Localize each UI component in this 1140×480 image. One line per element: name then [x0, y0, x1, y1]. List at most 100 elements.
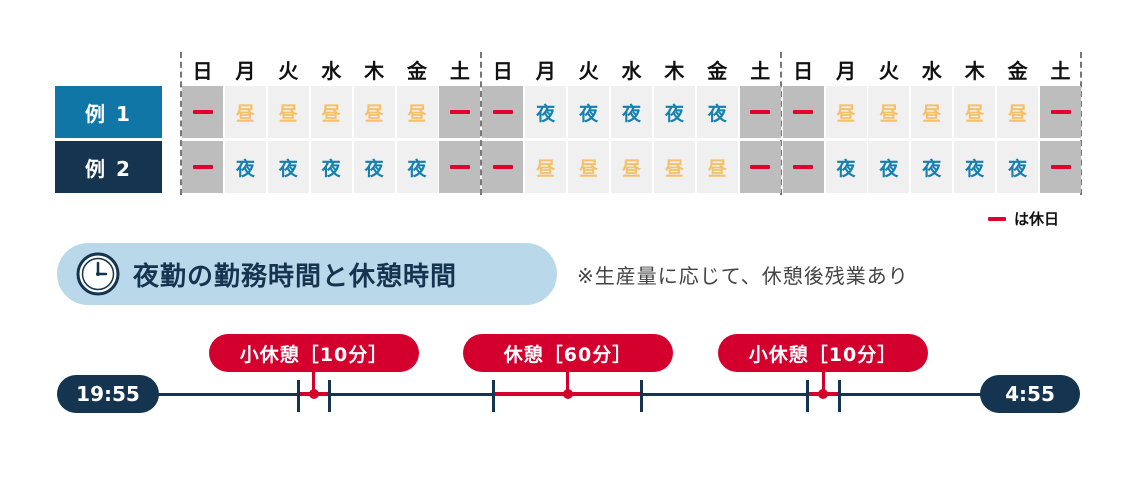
holiday-cell — [482, 141, 524, 193]
break-3-label: 小休憩［10分］ — [718, 334, 928, 372]
night-shift-cell: 夜 — [611, 86, 652, 138]
day-shift-cell: 昼 — [224, 86, 266, 138]
week-separator — [480, 52, 482, 195]
break-2-stem — [566, 370, 569, 392]
holiday-cell — [739, 86, 781, 138]
row-label-example-2: 例 2 — [55, 141, 162, 193]
holiday-dash-icon — [793, 165, 814, 169]
night-shift-cell: 夜 — [911, 141, 953, 193]
day-label: 金 — [707, 59, 728, 83]
day-shift-cell: 昼 — [611, 141, 652, 193]
break-3-end-tick — [838, 380, 841, 412]
break-3-start-tick — [806, 380, 809, 412]
day-label: 土 — [750, 59, 771, 83]
day-label: 土 — [449, 59, 470, 83]
day-label: 金 — [407, 59, 427, 83]
day-label: 水 — [321, 59, 342, 83]
holiday-dash-icon — [988, 216, 1006, 221]
day-shift-cell: 昼 — [954, 86, 996, 138]
holiday-dash-icon — [449, 165, 470, 169]
holiday-dash-icon — [1050, 165, 1071, 169]
day-label: 火 — [278, 59, 299, 83]
day-label: 日 — [793, 59, 814, 83]
night-shift-cell: 夜 — [568, 86, 610, 138]
holiday-dash-icon — [492, 165, 513, 169]
night-shift-cell: 夜 — [267, 141, 309, 193]
day-shift-cell: 昼 — [825, 86, 867, 138]
holiday-cell — [782, 141, 824, 193]
day-shift-cell: 昼 — [353, 86, 395, 138]
day-shift-cell: 昼 — [997, 86, 1039, 138]
break-2-end-tick — [640, 380, 643, 412]
day-label: 月 — [535, 59, 556, 83]
overtime-note: ※生産量に応じて、休憩後残業あり — [577, 264, 909, 288]
holiday-dash-icon — [449, 110, 470, 114]
day-label: 水 — [621, 59, 642, 83]
day-label: 火 — [878, 59, 899, 83]
legend: は休日 — [988, 208, 1059, 229]
break-1-label: 小休憩［10分］ — [209, 334, 419, 372]
day-label: 木 — [364, 59, 385, 83]
holiday-cell — [182, 86, 223, 138]
week-separator — [1080, 52, 1082, 195]
night-shift-cell: 夜 — [525, 86, 567, 138]
day-label: 金 — [1007, 59, 1028, 83]
day-shift-cell: 昼 — [868, 86, 910, 138]
night-shift-cell: 夜 — [997, 141, 1039, 193]
day-shift-cell: 昼 — [396, 86, 438, 138]
holiday-dash-icon — [1050, 110, 1071, 114]
break-1-stem — [312, 370, 315, 392]
holiday-dash-icon — [492, 110, 513, 114]
week-separator — [780, 52, 782, 195]
day-label: 日 — [192, 59, 213, 83]
night-shift-cell: 夜 — [653, 86, 695, 138]
break-3-stem — [822, 370, 825, 392]
holiday-cell — [782, 86, 824, 138]
night-shift-cell: 夜 — [825, 141, 867, 193]
holiday-cell — [439, 86, 481, 138]
day-label: 木 — [964, 59, 985, 83]
day-shift-cell: 昼 — [267, 86, 309, 138]
holiday-cell — [1040, 141, 1081, 193]
holiday-dash-icon — [750, 110, 771, 114]
night-shift-cell: 夜 — [696, 86, 738, 138]
night-shift-cell: 夜 — [868, 141, 910, 193]
day-label: 土 — [1050, 59, 1071, 83]
holiday-dash-icon — [793, 110, 814, 114]
holiday-cell — [439, 141, 481, 193]
holiday-cell — [1040, 86, 1081, 138]
day-shift-cell: 昼 — [310, 86, 352, 138]
section-title: 夜勤の勤務時間と休憩時間 — [133, 261, 458, 292]
section-title-pill: 夜勤の勤務時間と休憩時間 — [57, 243, 557, 305]
night-shift-cell: 夜 — [353, 141, 395, 193]
day-shift-cell: 昼 — [568, 141, 610, 193]
end-time-pill: 4:55 — [980, 375, 1080, 413]
night-shift-cell: 夜 — [954, 141, 996, 193]
holiday-cell — [182, 141, 223, 193]
day-label: 月 — [235, 59, 256, 83]
clock-icon — [76, 252, 120, 296]
day-shift-cell: 昼 — [525, 141, 567, 193]
break-1-end-tick — [328, 380, 331, 412]
day-shift-cell: 昼 — [696, 141, 738, 193]
holiday-dash-icon — [192, 110, 213, 114]
week-separator — [180, 52, 182, 195]
day-label: 日 — [492, 59, 513, 83]
break-1-start-tick — [297, 380, 300, 412]
holiday-cell — [482, 86, 524, 138]
holiday-dash-icon — [192, 165, 213, 169]
day-label: 月 — [836, 59, 856, 83]
holiday-cell — [739, 141, 781, 193]
break-3-dot — [818, 389, 828, 399]
day-label: 木 — [664, 59, 685, 83]
day-shift-cell: 昼 — [653, 141, 695, 193]
night-shift-cell: 夜 — [310, 141, 352, 193]
holiday-dash-icon — [750, 165, 771, 169]
legend-label: は休日 — [1014, 210, 1060, 228]
night-shift-cell: 夜 — [224, 141, 266, 193]
day-shift-cell: 昼 — [911, 86, 953, 138]
break-2-dot — [563, 389, 573, 399]
start-time-pill: 19:55 — [57, 375, 159, 413]
night-shift-cell: 夜 — [396, 141, 438, 193]
break-2-start-tick — [492, 380, 495, 412]
